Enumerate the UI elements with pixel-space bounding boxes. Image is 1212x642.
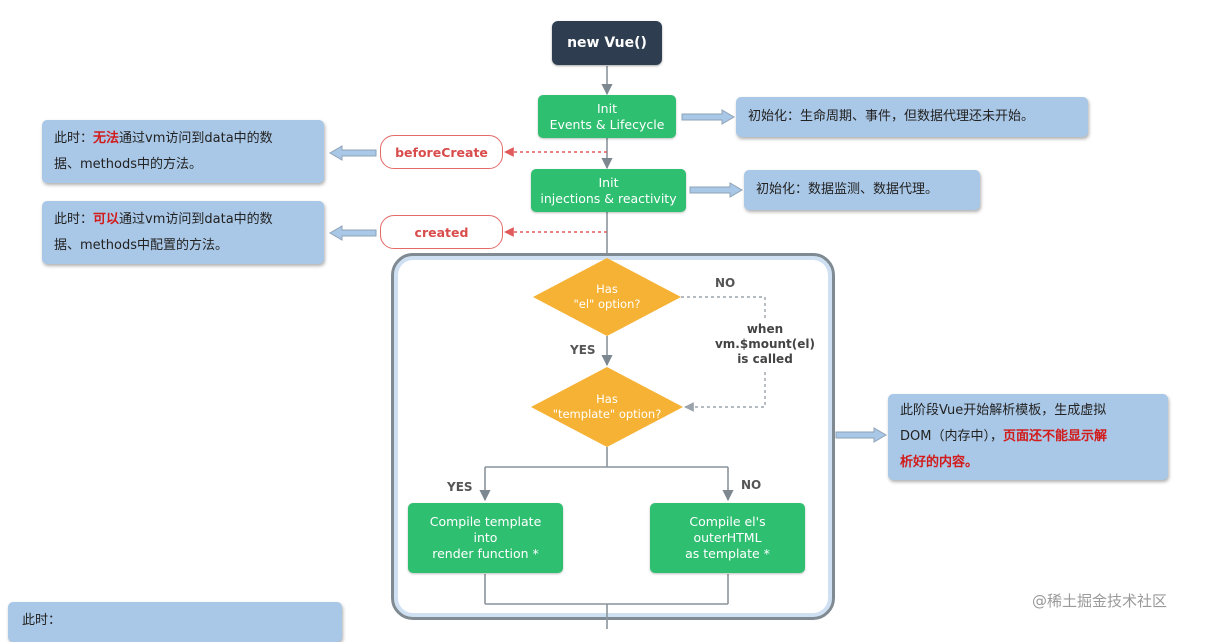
init-injections-line2: injections & reactivity (540, 190, 677, 206)
label-no-right: NO (741, 478, 762, 492)
note-created: 此时：可以通过vm访问到data中的数 据、methods中配置的方法。 (42, 201, 324, 264)
diamond-has-el (533, 258, 681, 336)
compile-el-line2: outerHTML (693, 530, 762, 545)
note-template-phase-highlight: 页面还不能显示解 (1002, 429, 1107, 444)
label-when-mount: when vm.$mount(el) is called (705, 322, 825, 367)
dashed-no-path (681, 296, 766, 320)
note-bottom: 此时： (8, 602, 342, 642)
label-yes-left: YES (447, 480, 473, 494)
before-create-hook: beforeCreate (380, 135, 503, 169)
init-injections-line1: Init (598, 174, 619, 190)
compile-el-node: Compile el's outerHTML as template * (650, 503, 805, 573)
has-el-text: Has "el" option? (553, 274, 661, 320)
compile-template-line3: render function * (432, 546, 539, 561)
hollow-arrow-init-events (681, 109, 735, 125)
flow-connectors (329, 66, 887, 443)
compile-el-line1: Compile el's (689, 514, 766, 529)
compile-el-line3: as template * (685, 546, 770, 561)
note-created-line1: 此时：可以通过vm访问到data中的数 (54, 207, 312, 233)
init-events-node: Init Events & Lifecycle (538, 95, 676, 138)
has-template-line2: "template" option? (552, 407, 662, 421)
hollow-arrow-template-phase (835, 427, 887, 443)
note-template-phase-plain: DOM（内存中）， (900, 429, 1003, 444)
note-init-events: 初始化：生命周期、事件，但数据代理还未开始。 (736, 97, 1088, 137)
note-created-line2: 据、methods中配置的方法。 (54, 238, 228, 253)
diamond-has-template (531, 367, 683, 447)
compile-template-node: Compile template into render function * (408, 503, 563, 573)
has-template-line1: Has (596, 392, 618, 406)
dashed-mount-path (684, 372, 766, 412)
note-before-create: 此时：无法通过vm访问到data中的数 据、methods中的方法。 (42, 120, 324, 183)
init-events-line1: Init (597, 100, 617, 116)
label-no-top: NO (715, 276, 736, 290)
watermark: @稀土掘金技术社区 (1032, 592, 1168, 610)
hollow-arrow-created (329, 225, 377, 241)
when-mount-line3: is called (737, 352, 793, 366)
note-template-phase-line2: DOM（内存中），页面还不能显示解 (900, 424, 1156, 450)
note-before-create-highlight: 无法 (93, 131, 120, 146)
when-mount-line2: vm.$mount(el) (714, 337, 816, 351)
compile-template-line1: Compile template (429, 514, 542, 529)
note-template-phase-line1: 此阶段Vue开始解析模板，生成虚拟 (900, 403, 1107, 418)
note-before-create-prefix: 此时： (54, 131, 94, 146)
init-injections-node: Init injections & reactivity (531, 169, 686, 212)
note-created-rest: 通过vm访问到data中的数 (119, 212, 273, 227)
note-template-phase: 此阶段Vue开始解析模板，生成虚拟 DOM（内存中），页面还不能显示解 析好的内… (888, 394, 1168, 480)
has-template-text: Has "template" option? (543, 384, 671, 430)
label-yes-mid: YES (570, 343, 596, 357)
panel-connectors (479, 258, 766, 629)
hollow-arrow-init-injections (689, 182, 743, 198)
note-created-prefix: 此时： (54, 212, 94, 227)
note-template-phase-line3: 析好的内容。 (900, 455, 979, 470)
note-before-create-line1: 此时：无法通过vm访问到data中的数 (54, 126, 312, 152)
when-mount-line1: when (746, 322, 784, 336)
init-events-line2: Events & Lifecycle (549, 116, 665, 132)
note-init-injections: 初始化：数据监测、数据代理。 (744, 170, 980, 210)
new-vue-node: new Vue() (552, 21, 662, 65)
compile-template-line2: into (473, 530, 498, 545)
note-before-create-rest: 通过vm访问到data中的数 (119, 131, 273, 146)
note-before-create-line2: 据、methods中的方法。 (54, 157, 202, 172)
has-el-line1: Has (596, 282, 618, 296)
hollow-arrow-before-create (329, 145, 377, 161)
has-el-line2: "el" option? (573, 297, 641, 311)
note-created-highlight: 可以 (93, 212, 120, 227)
created-hook: created (380, 215, 503, 249)
